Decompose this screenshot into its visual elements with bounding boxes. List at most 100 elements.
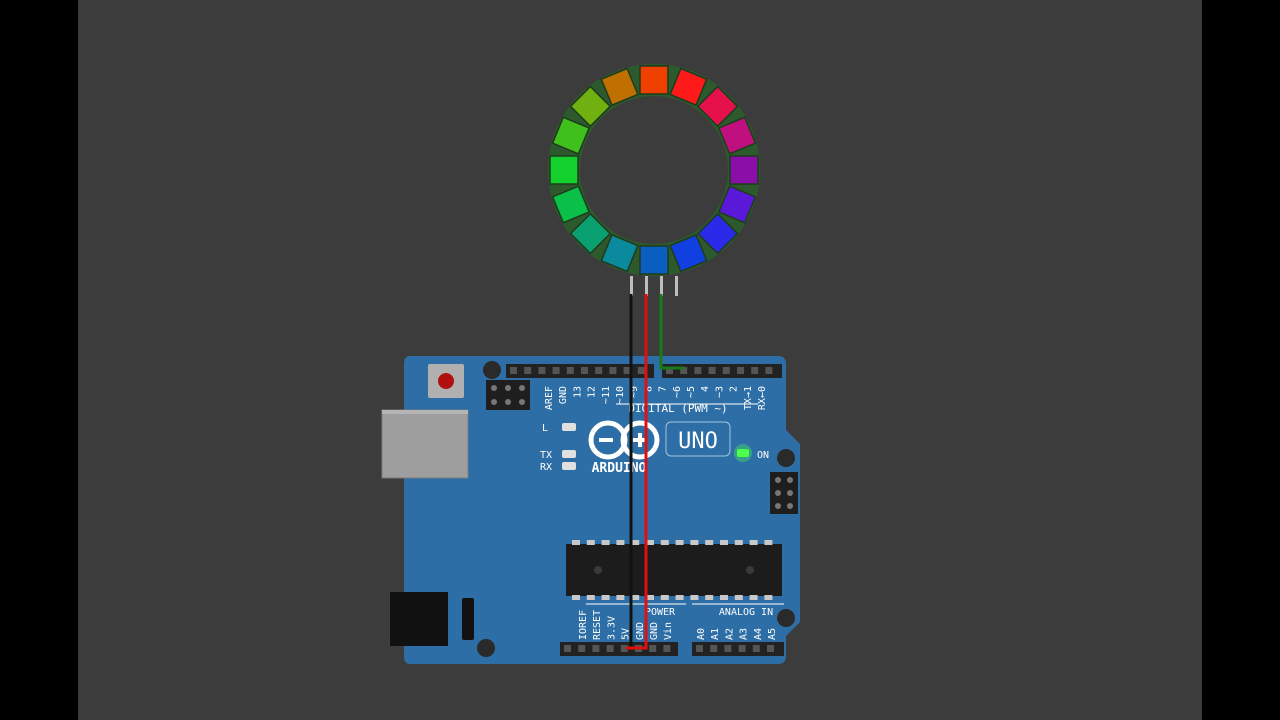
tx-label: TX [540,450,552,461]
pin-label: 8 [643,386,654,392]
header-socket[interactable] [752,645,760,652]
brand-label: ARDUINO [592,461,647,476]
chip-pin [720,540,728,545]
ring-led-7 [669,233,708,273]
ring-pin-3[interactable] [660,276,663,296]
ring-pin-1[interactable] [630,276,633,296]
header-socket[interactable] [767,645,774,652]
pin-label: GND [635,622,646,640]
arduino-logo-icon [588,420,660,460]
chip-pin [586,595,595,600]
header-socket[interactable] [696,645,703,652]
chip-pin [764,595,773,600]
analog-header-label: ANALOG IN [719,607,773,618]
header-socket[interactable] [552,367,560,374]
rx-label: RX [540,462,552,473]
pin-label: AREF [544,386,555,410]
mounting-hole [777,449,795,467]
uno-badge [665,421,731,457]
header-socket[interactable] [623,367,631,374]
header-socket[interactable] [606,645,614,652]
header-socket[interactable] [710,645,718,652]
mounting-hole [777,609,795,627]
header-socket[interactable] [694,367,702,374]
ring-led-12 [549,155,579,185]
chip-pin [690,540,699,545]
header-socket[interactable] [751,367,759,374]
usb-connector [381,409,469,479]
power-header[interactable] [560,642,678,656]
analog-header[interactable] [692,642,784,656]
ring-led-4 [729,155,759,185]
pin-label: ~9 [629,386,640,398]
wire-data[interactable] [659,294,684,370]
header-socket[interactable] [722,367,730,374]
pin-label: RX←0 [757,386,768,410]
ring-led-15 [600,67,639,107]
chip-pin [720,595,728,600]
chip-pin [690,595,699,600]
header-socket[interactable] [564,645,571,652]
ring-leds [549,65,759,275]
ring-led-8 [639,245,669,275]
ring-pin-4[interactable] [675,276,678,296]
chip-pin [705,595,714,600]
header-socket[interactable] [708,367,716,374]
ring-led-13 [551,116,591,155]
ring-led-2 [696,85,739,128]
wire-5v[interactable] [626,294,648,650]
header-socket[interactable] [649,645,657,652]
header-socket[interactable] [595,367,603,374]
pin-label: A3 [739,628,750,640]
header-socket[interactable] [609,367,617,374]
header-socket[interactable] [724,645,732,652]
header-socket[interactable] [524,367,532,374]
header-socket[interactable] [765,367,773,374]
ring-led-14 [569,85,612,128]
chip-pin [646,540,654,545]
chip-pin [572,595,580,600]
header-socket[interactable] [510,367,517,374]
chip-pin [616,540,625,545]
header-socket[interactable] [566,367,574,374]
usb-connector-edge [382,410,468,414]
header-socket[interactable] [680,367,688,374]
header-socket[interactable] [620,645,628,652]
header-socket[interactable] [578,645,586,652]
header-socket[interactable] [538,367,546,374]
pin-label: ~5 [686,386,697,398]
pin-label: 5V [621,628,632,640]
pin-label: IOREF [578,610,589,640]
pin-label: GND [649,622,660,640]
header-socket[interactable] [666,367,673,374]
header-socket[interactable] [737,367,744,374]
ring-led-11 [551,185,591,224]
chip-pin [705,540,714,545]
chip-pin [675,595,684,600]
pin-label: A2 [724,628,735,640]
pin-label: A1 [710,628,721,640]
header-socket[interactable] [663,645,671,652]
header-socket[interactable] [592,645,600,652]
pin-label: 7 [658,386,669,392]
chip-pin [586,540,595,545]
ring-led-5 [717,185,757,224]
header-socket[interactable] [637,367,645,374]
ring-pin-2[interactable] [645,276,648,296]
chip-pin [749,595,758,600]
chip-pin [660,540,669,545]
pin-label: Vin [663,622,674,640]
neopixel-ring[interactable] [548,64,760,296]
chip-pin [749,540,758,545]
digital-header[interactable] [506,364,782,378]
reset-button[interactable] [428,364,464,398]
pin-label: ~11 [601,386,612,404]
header-socket[interactable] [581,367,588,374]
pin-label: ~10 [615,386,626,404]
header-socket[interactable] [738,645,746,652]
ring-led-10 [569,212,612,255]
